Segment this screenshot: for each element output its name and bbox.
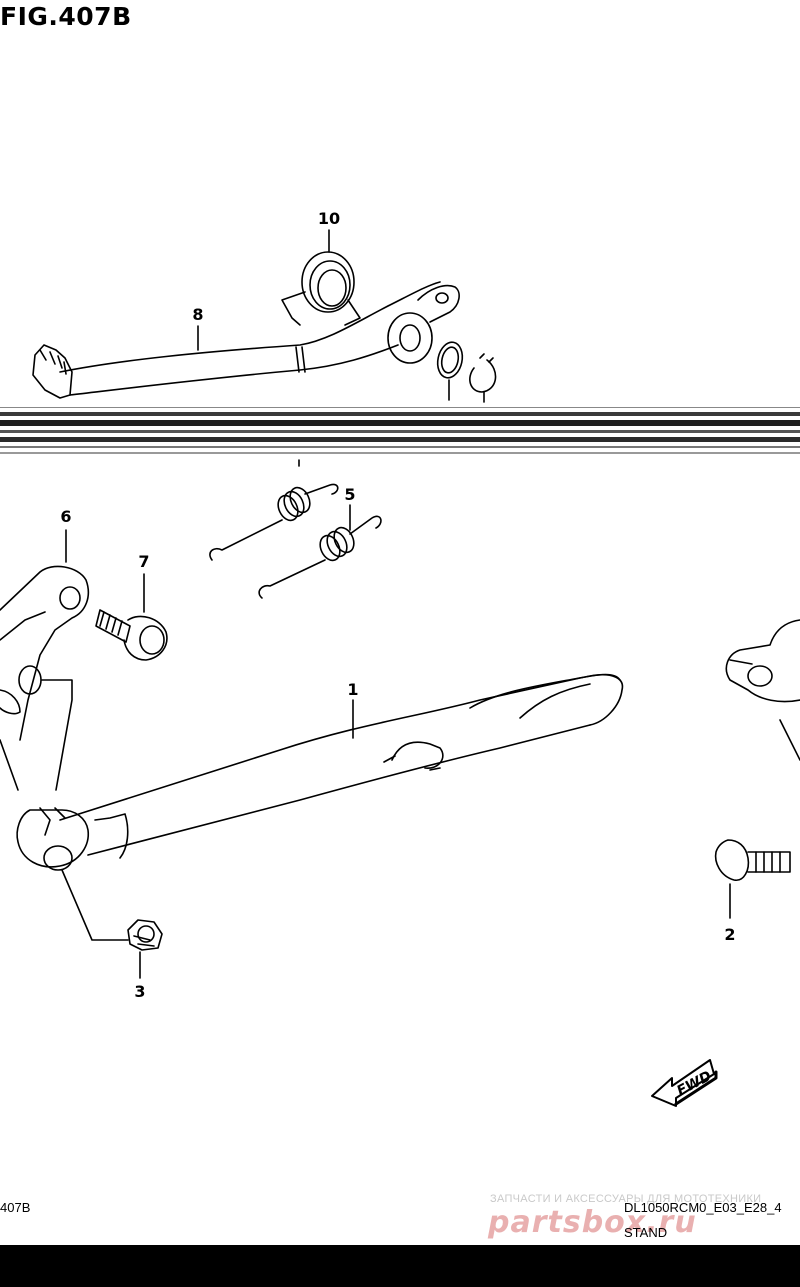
watermark-logo: partsbox.ru [488,1205,697,1240]
callout-5: 5 [344,485,356,504]
footer-left-code: 407B [0,1200,31,1215]
bottom-bar [0,1245,800,1287]
watermark-caption: ЗАПЧАСТИ И АКСЕССУАРЫ ДЛЯ МОТОТЕХНИКИ [490,1193,762,1205]
fwd-label: FWD [674,1068,714,1099]
part-6-bracket [0,565,90,741]
leader-6b [41,679,73,791]
footer-model-code: DL1050RCM0_E03_E28_4 [624,1200,782,1215]
part-2-bolt [714,839,791,881]
part-7-bolt [95,609,168,661]
part-1-side-stand [16,673,624,871]
callout-7: 7 [138,552,150,571]
washer-and-circlip [436,341,497,403]
part-8-brake-pedal [32,281,460,399]
part-10-return-spring [281,251,361,326]
callout-8: 8 [192,305,204,324]
scan-noise-band [0,404,800,456]
frame-bracket-right [725,619,800,761]
callout-3: 3 [134,982,146,1001]
leader-3a [61,869,129,941]
part-5-stand-springs [209,483,382,599]
figure-title: FIG.407B [0,2,132,31]
callout-10: 10 [317,209,341,228]
fwd-arrow-icon: FWD [651,1059,718,1107]
part-3-nut [127,919,163,951]
footer-section-name: STAND [624,1225,668,1240]
callout-1: 1 [347,680,359,699]
leader-6c [0,739,19,791]
callout-2: 2 [724,925,736,944]
callout-6: 6 [60,507,72,526]
